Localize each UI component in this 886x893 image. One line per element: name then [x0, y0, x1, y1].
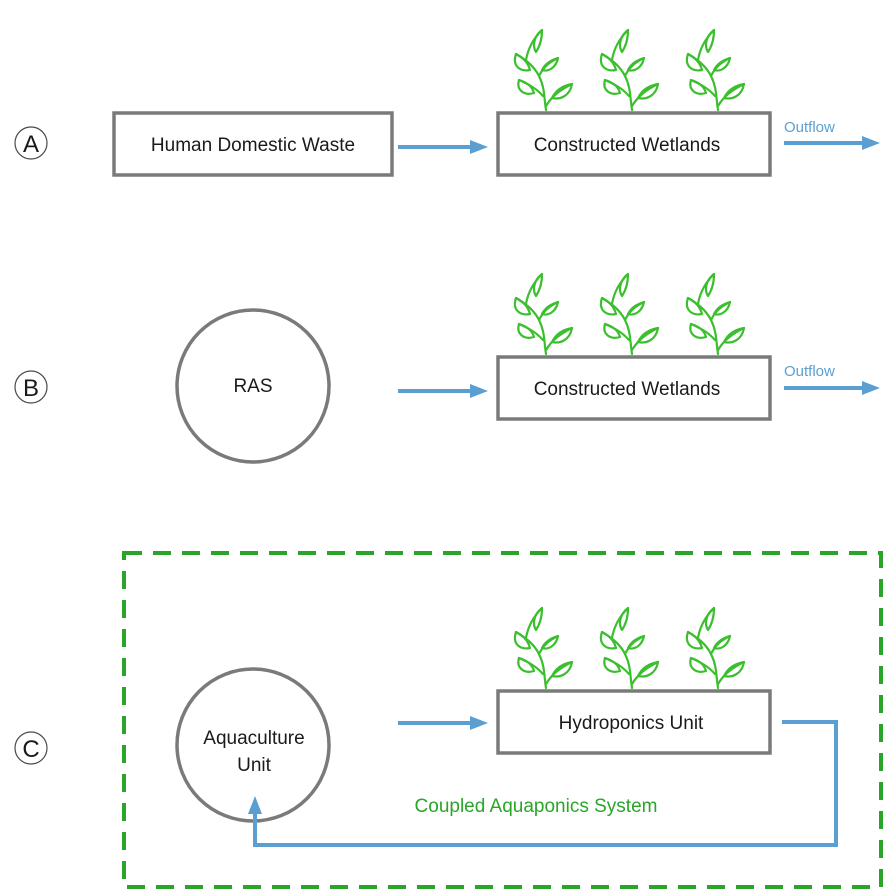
aquaculture-unit-label-line2: Unit — [237, 755, 272, 776]
marker-c: C — [22, 736, 39, 763]
arrow-a-to-wetlands-head — [470, 140, 488, 154]
hydroponics-unit-label: Hydroponics Unit — [559, 713, 704, 734]
outflow-arrow-a-head — [862, 136, 880, 150]
plants-c — [515, 608, 744, 688]
coupled-aquaponics-system-label: Coupled Aquaponics System — [415, 796, 658, 817]
arrow-aquaculture-to-hydroponics-head — [470, 716, 488, 730]
hydroponics-unit-box — [496, 689, 772, 755]
aquaculture-unit-label-line1: Aquaculture — [203, 728, 304, 749]
arrow-ras-to-wetlands-head — [470, 384, 488, 398]
plants-a — [515, 30, 744, 110]
coupled-aquaponics-system-border — [122, 551, 883, 889]
constructed-wetlands-label-b: Constructed Wetlands — [534, 379, 721, 400]
outflow-label-a: Outflow — [784, 119, 835, 136]
constructed-wetlands-label-a: Constructed Wetlands — [534, 135, 721, 156]
marker-a: A — [23, 131, 39, 158]
outflow-label-b: Outflow — [784, 363, 835, 380]
marker-circle-c — [14, 731, 48, 765]
outflow-arrow-b-head — [862, 381, 880, 395]
constructed-wetlands-box-a — [496, 111, 772, 177]
ras-circle — [175, 308, 331, 464]
return-flow-line — [253, 720, 838, 847]
human-domestic-waste-label: Human Domestic Waste — [151, 135, 355, 156]
return-flow-arrow-head — [248, 796, 262, 814]
marker-circle-b — [14, 370, 48, 404]
constructed-wetlands-box-b — [496, 355, 772, 421]
row-a: A Human Domestic Waste Constructed Wetla… — [14, 30, 880, 177]
human-domestic-waste-box — [112, 111, 394, 177]
marker-b: B — [23, 375, 39, 402]
marker-circle-a — [14, 126, 48, 160]
ras-label: RAS — [233, 376, 272, 397]
plants-b — [515, 274, 744, 354]
row-b: B RAS Constructed Wetlands Outflow — [14, 274, 880, 464]
row-c: C Aquaculture Unit Hydroponics Unit Coup… — [14, 551, 883, 889]
